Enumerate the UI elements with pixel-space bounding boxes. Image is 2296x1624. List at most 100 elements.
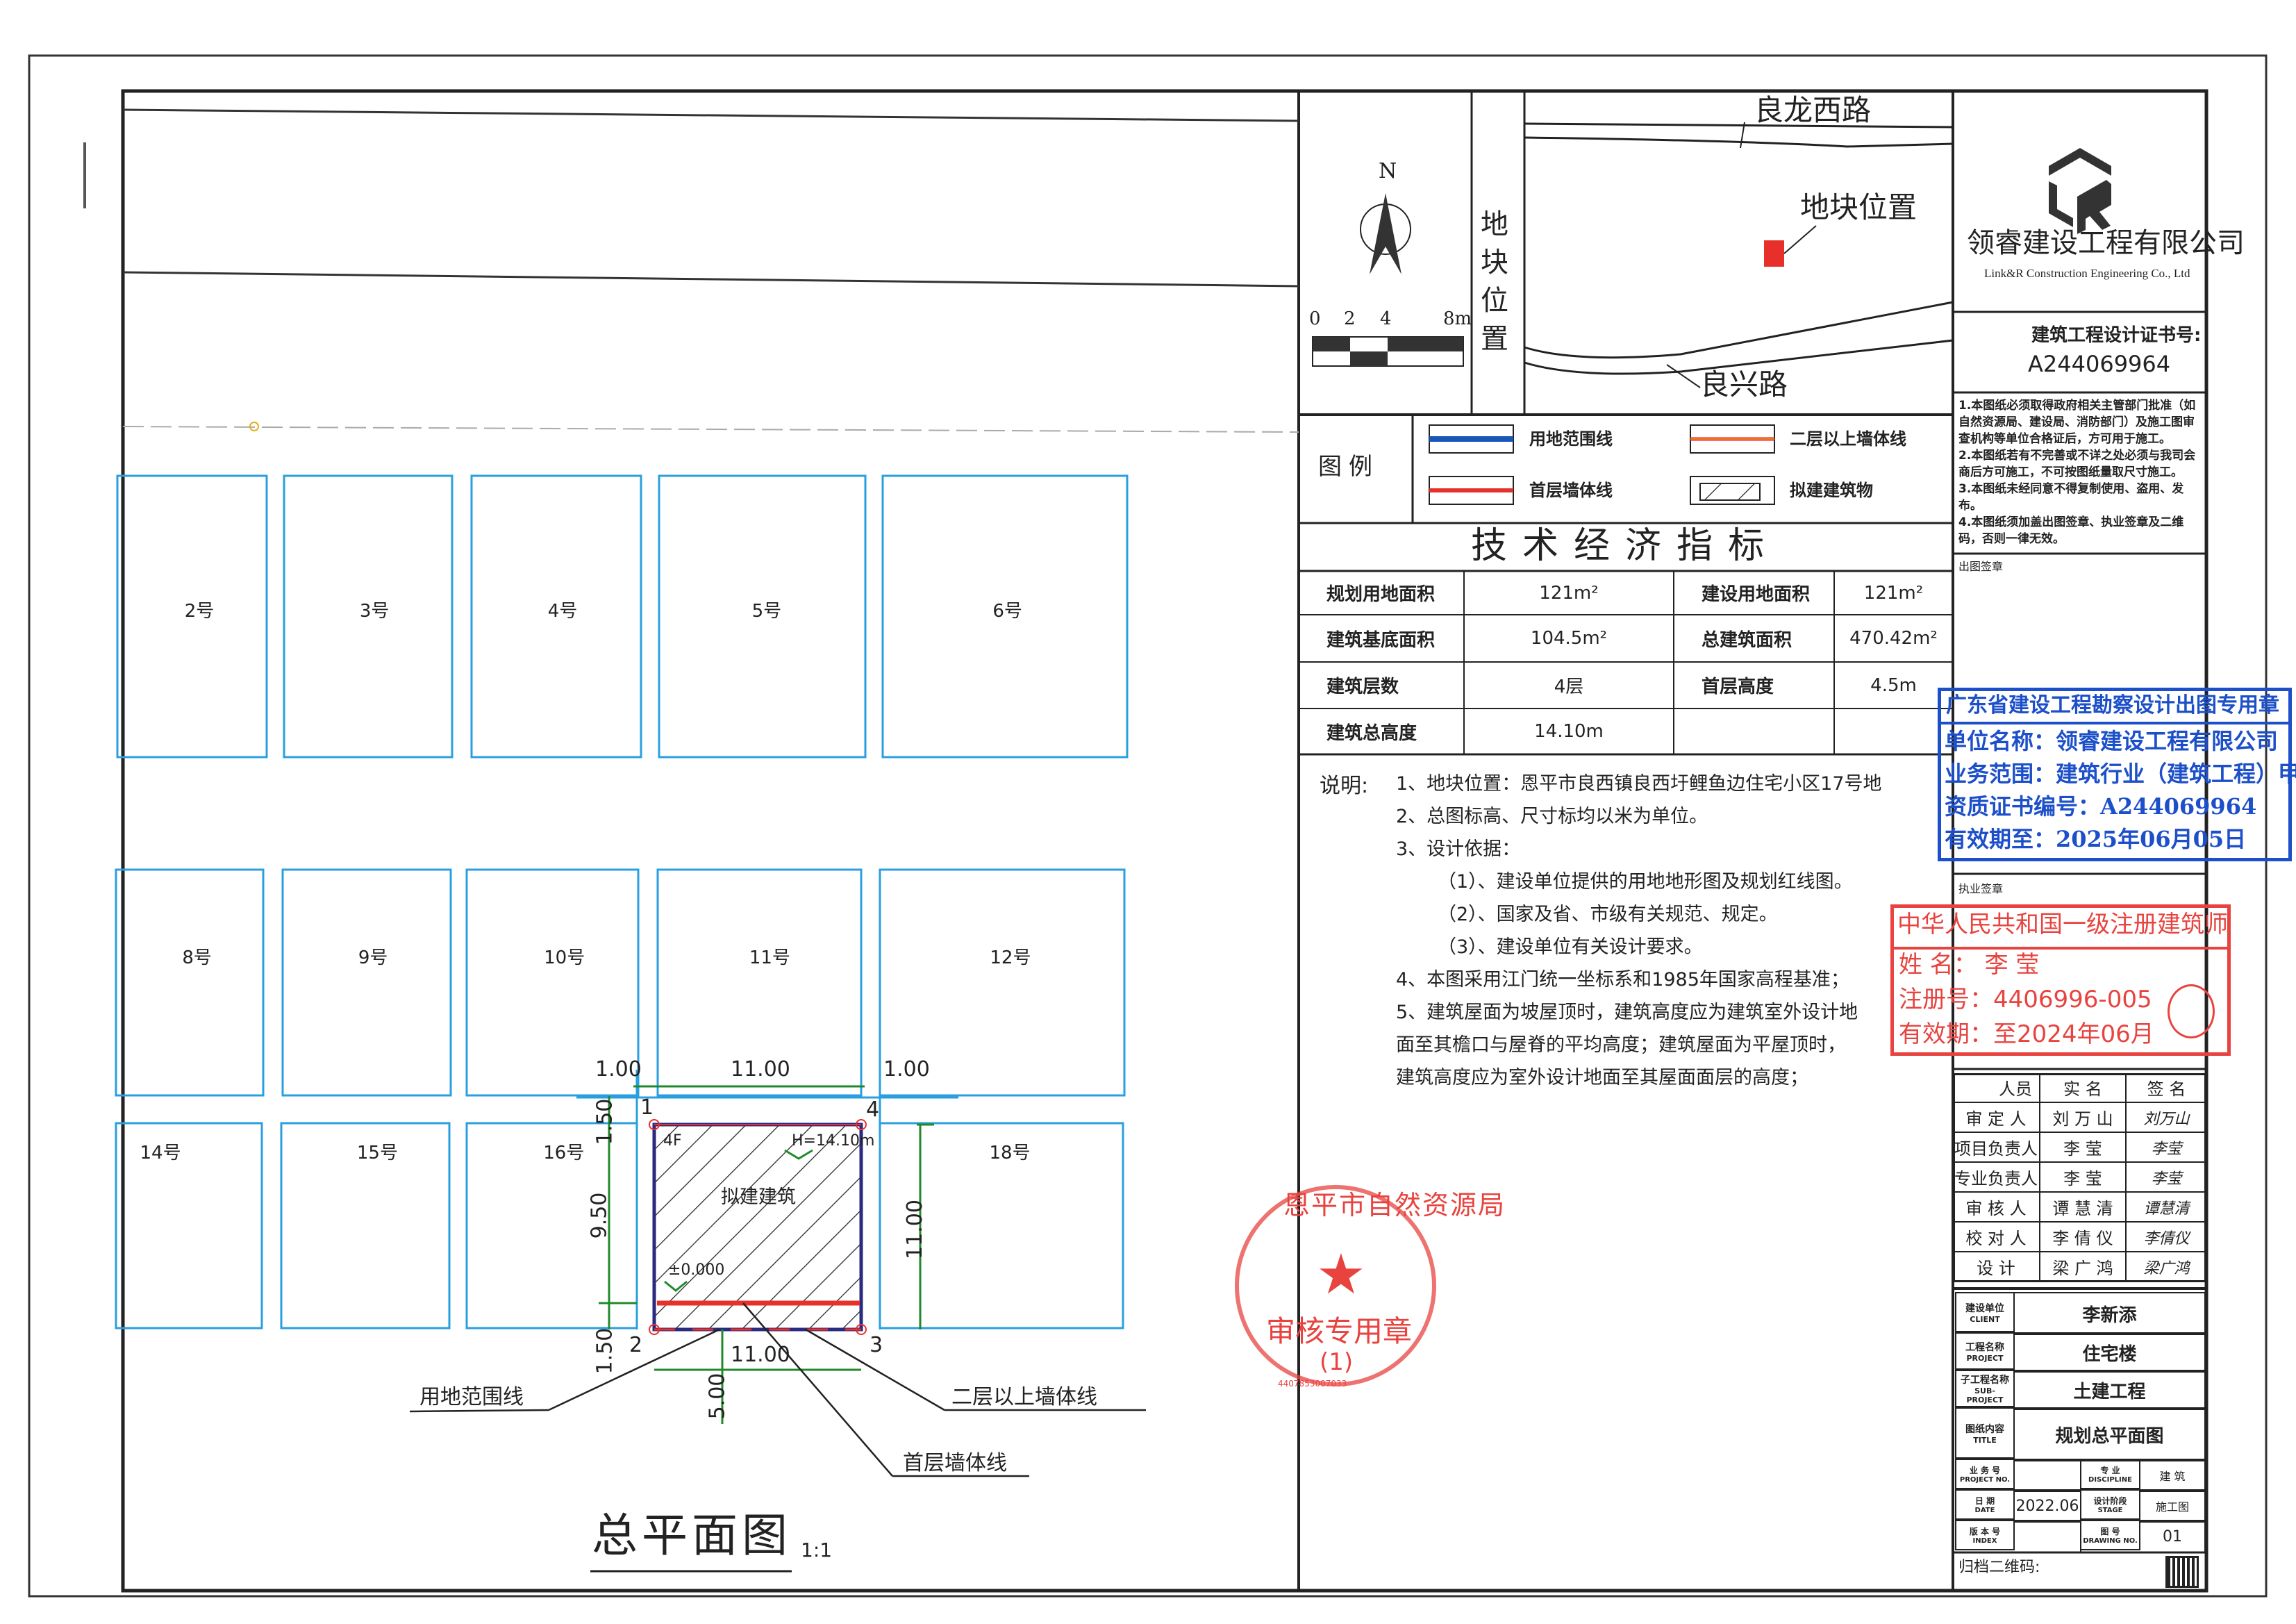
label-cn: 工程名称 — [1965, 1341, 2004, 1353]
outer-border — [28, 54, 2268, 1598]
notes-title: 说明: — [1320, 774, 1369, 798]
label-cn: 版 本 号 — [1969, 1527, 2001, 1536]
star-icon: ★ — [1316, 1242, 1366, 1307]
indicator-value: 104.5m² — [1530, 628, 1608, 649]
lot-label: 8号 — [182, 947, 212, 968]
corner-label-1: 1 — [640, 1095, 654, 1120]
role-label: 审 定 人 — [1953, 1103, 2040, 1133]
real-name: 刘 万 山 — [2040, 1103, 2127, 1133]
project-no-value — [2015, 1459, 2081, 1492]
lot-outline — [115, 1122, 263, 1329]
note-item: （1）、建设单位提供的用地地形图及规划红线图。 — [1438, 871, 1853, 893]
signature-header: 签 名 — [2127, 1073, 2206, 1103]
label-en: STAGE — [2097, 1507, 2123, 1514]
note-item: 3、设计依据： — [1396, 838, 1521, 860]
indicator-label: 建设用地面积 — [1702, 584, 1811, 605]
label-cn: 图 号 — [2100, 1527, 2120, 1536]
corner-label-2: 2 — [629, 1333, 643, 1357]
drawing-note-item: 1.本图纸必须取得政府相关主管部门批准（如自然资源局、建设局、消防部门）及施工图… — [1958, 399, 2196, 446]
road-edge — [122, 271, 1299, 288]
lot-label: 10号 — [544, 947, 585, 968]
indicator-value: 4层 — [1554, 677, 1584, 697]
dim-top-mid: 11.00 — [731, 1057, 790, 1082]
real-name: 李 莹 — [2040, 1163, 2127, 1193]
indicators-title: 技术经济指标 — [1471, 525, 1780, 567]
note-item: 建筑高度应为室外设计地面至其屋面面层的高度； — [1396, 1067, 1808, 1088]
dim-bottom: 11.00 — [731, 1343, 790, 1367]
indicator-label: 规划用地面积 — [1326, 584, 1436, 605]
index-value — [2015, 1520, 2081, 1553]
lots — [115, 474, 1129, 1329]
label-en: PROJECT NO. — [1959, 1476, 2011, 1484]
lot-outline — [116, 474, 268, 759]
cert-number: A244069964 — [2028, 351, 2171, 377]
indicator-value: 4.5m — [1870, 674, 1917, 696]
note-item: 面至其檐口与屋脊的平均高度；建筑屋面为平屋顶时， — [1396, 1034, 1846, 1056]
sub-project-value: 土建工程 — [2015, 1370, 2206, 1410]
lot-label: 12号 — [990, 947, 1031, 968]
note-item: （2）、国家及省、市级有关规范、规定。 — [1438, 904, 1778, 925]
lot-outline — [470, 474, 642, 759]
date-value: 2022.06 — [2015, 1489, 2081, 1523]
site-marker — [1764, 240, 1784, 267]
review-stamp-code: 4407853007033 — [1278, 1379, 1347, 1389]
lot-outline — [115, 868, 265, 1097]
handwritten-signature: 李倩仪 — [2127, 1223, 2206, 1252]
callout-upper-wall: 二层以上墙体线 — [951, 1385, 1097, 1409]
label-cn: 业 务 号 — [1969, 1466, 2001, 1475]
scale-tick-4: 4 — [1380, 308, 1392, 329]
scale-bar — [1312, 336, 1464, 367]
note-item: 1、地块位置：恩平市良西镇良西圩鲤鱼边住宅小区17号地 — [1396, 773, 1882, 795]
indicator-value: 121m² — [1863, 582, 1924, 604]
north-label: N — [1379, 159, 1397, 183]
building-label: 拟建建筑 — [721, 1186, 796, 1208]
label-en: DISCIPLINE — [2088, 1476, 2132, 1484]
architect-stamp-line: 姓 名： 李 莹 — [1899, 951, 2040, 979]
design-seal-line: 业务范围：建筑行业（建筑工程）甲级 — [1945, 761, 2296, 787]
legend-label-ground-wall: 首层墙体线 — [1529, 481, 1613, 500]
height-mark: H=14.10m — [792, 1132, 875, 1150]
real-name: 李 倩 仪 — [2040, 1223, 2127, 1252]
lot-label: 11号 — [749, 947, 790, 968]
real-name: 梁 广 鸿 — [2040, 1252, 2127, 1282]
road-edge — [122, 108, 1299, 122]
corner-marker — [649, 1324, 660, 1335]
review-stamp-purpose: 审核专用章 — [1266, 1314, 1413, 1348]
corner-marker — [856, 1119, 867, 1130]
label-en: SUB-PROJECT — [1966, 1386, 2004, 1405]
practice-seal-label: 执业签章 — [1958, 882, 2004, 895]
scale-tick-2: 2 — [1344, 308, 1356, 329]
dimension-lines — [599, 1085, 934, 1424]
road-liangdong — [1524, 122, 1954, 129]
legend-label-proposed: 拟建建筑物 — [1790, 481, 1873, 500]
lot-outline — [465, 868, 640, 1097]
indicator-label: 首层高度 — [1702, 677, 1774, 697]
lot-label: 15号 — [356, 1142, 398, 1163]
drawing-no-value: 01 — [2140, 1520, 2206, 1553]
centerline — [122, 426, 1299, 433]
real-name: 李 莹 — [2040, 1133, 2127, 1163]
label-cn: 图纸内容 — [1965, 1423, 2004, 1435]
corner-label-3: 3 — [870, 1333, 883, 1357]
drawing-note-item: 3.本图纸未经同意不得复制使用、盗用、发布。 — [1958, 482, 2184, 513]
architect-stamp-line: 有效期：至2024年06月 — [1899, 1020, 2154, 1048]
label-cn: 子工程名称 — [1961, 1375, 2009, 1386]
legend-label-site-line: 用地范围线 — [1529, 429, 1613, 449]
lot-label: 14号 — [140, 1142, 181, 1163]
indicator-label: 建筑基底面积 — [1326, 629, 1436, 651]
architect-seal-mark — [2168, 984, 2215, 1038]
scale-tick-0: 0 — [1309, 308, 1321, 329]
indicator-value: 121m² — [1539, 582, 1599, 604]
lot-label: 18号 — [989, 1142, 1031, 1163]
proposed-building — [652, 1122, 863, 1332]
lot-outline — [281, 868, 452, 1097]
lot-label: 9号 — [358, 947, 388, 968]
